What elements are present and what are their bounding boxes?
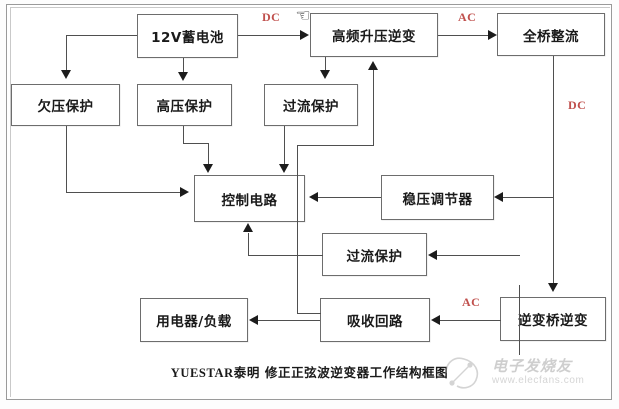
wire-overvoltage-down [183, 126, 185, 144]
wire-inverter-bridge-to-snubber [440, 320, 501, 322]
wire-dc-bus-to-regulator [503, 197, 554, 199]
arrow-dc-bus-to-regulator [494, 192, 503, 202]
block-high-frequency-inverter[interactable]: 高频升压逆变 [310, 13, 438, 57]
signal-label-ac-bottom: AC [462, 295, 481, 309]
diagram-caption: YUESTAR泰明 修正正弦波逆变器工作结构框图 [0, 362, 619, 381]
block-snubber-circuit-label: 吸收回路 [347, 314, 403, 330]
block-voltage-regulator-label: 稳压调节器 [402, 191, 473, 208]
wire-feedback-bus-vertical [297, 145, 299, 313]
block-control-circuit-label: 控制电路 [221, 192, 278, 209]
wire-regulator-to-control [318, 197, 381, 199]
wire-overcurrent-bottom-feed [437, 255, 520, 257]
arrow-overcurrent-top-to-control [279, 164, 289, 173]
block-overcurrent-protection-top[interactable]: 过流保护 [264, 84, 358, 126]
block-overcurrent-protection-top-label: 过流保护 [283, 99, 339, 115]
wire-snubber-tap [297, 313, 321, 315]
wire-hf-inverter-to-overcurrent [325, 57, 327, 70]
wire-overvoltage-step [183, 143, 209, 145]
block-full-bridge-rectifier-label: 全桥整流 [523, 28, 579, 45]
arrow-to-overvoltage-protection [178, 72, 188, 81]
wire-dc-bus-vertical [553, 56, 555, 283]
arrow-to-overcurrent-protection-bottom [428, 250, 437, 260]
arrow-overcurrent-bottom-to-control [243, 223, 253, 232]
arrow-to-full-bridge-rectifier [488, 30, 497, 40]
wire-feedback-bus-horizontal [297, 145, 374, 147]
arrow-to-overcurrent-protection-top [320, 70, 330, 79]
wire-snubber-to-load [258, 320, 320, 322]
signal-label-dc-right: DC [568, 98, 587, 112]
block-inverter-bridge[interactable]: 逆变桥逆变 [500, 297, 606, 341]
signal-label-dc-top: DC [262, 10, 281, 24]
wire-overcurrent-bottom-to-control [248, 255, 323, 257]
arrow-to-load [249, 315, 258, 325]
signal-label-ac-top: AC [458, 10, 477, 24]
wire-left-bus-down [66, 35, 68, 70]
wire-battery-to-hf-inverter [238, 35, 302, 37]
block-load-label: 用电器/负载 [156, 314, 232, 330]
block-undervoltage-protection[interactable]: 欠压保护 [11, 84, 120, 126]
arrow-to-snubber-circuit [431, 315, 440, 325]
hand-cursor-icon: ☜ [295, 6, 311, 25]
arrow-dc-bus-to-inverter-bridge [548, 283, 558, 292]
block-control-circuit[interactable]: 控制电路 [194, 175, 305, 222]
wire-hf-inverter-to-rectifier [438, 35, 490, 37]
block-full-bridge-rectifier[interactable]: 全桥整流 [497, 13, 605, 56]
diagram-caption-en: YUESTAR [170, 366, 234, 380]
block-overvoltage-protection-label: 高压保护 [156, 99, 213, 115]
block-overcurrent-protection-bottom[interactable]: 过流保护 [322, 233, 427, 276]
block-undervoltage-protection-label: 欠压保护 [37, 99, 94, 115]
wire-overcurrent-top-down [284, 126, 286, 164]
arrow-regulator-to-control [309, 192, 318, 202]
arrow-to-hf-inverter [300, 30, 309, 40]
arrow-undervoltage-to-control [180, 187, 189, 197]
wire-undervoltage-to-control [66, 192, 180, 194]
block-battery-label: 12V蓄电池 [151, 30, 224, 46]
wire-battery-to-left-bus [67, 35, 137, 37]
block-high-frequency-inverter-label: 高频升压逆变 [332, 29, 416, 45]
wire-feedback-to-hf-inverter [373, 70, 375, 146]
wire-inverter-bridge-up [519, 285, 521, 355]
arrow-overvoltage-to-control [203, 164, 213, 173]
block-load[interactable]: 用电器/负载 [140, 298, 248, 342]
wire-overcurrent-bottom-up [248, 233, 250, 256]
block-overvoltage-protection[interactable]: 高压保护 [137, 84, 232, 126]
wire-overcurrent-bottom-tap [297, 255, 323, 257]
wire-battery-to-overvoltage [183, 58, 185, 72]
wire-overvoltage-to-control [208, 143, 210, 165]
block-voltage-regulator[interactable]: 稳压调节器 [381, 175, 494, 220]
diagram-caption-cn: 泰明 修正正弦波逆变器工作结构框图 [233, 365, 449, 380]
wire-undervoltage-down [66, 126, 68, 193]
block-battery[interactable]: 12V蓄电池 [137, 14, 238, 58]
block-inverter-bridge-label: 逆变桥逆变 [518, 313, 588, 329]
block-overcurrent-protection-bottom-label: 过流保护 [346, 248, 403, 265]
block-snubber-circuit[interactable]: 吸收回路 [320, 298, 430, 342]
arrow-up-to-hf-inverter [368, 61, 378, 70]
arrow-to-undervoltage-protection [61, 70, 71, 79]
